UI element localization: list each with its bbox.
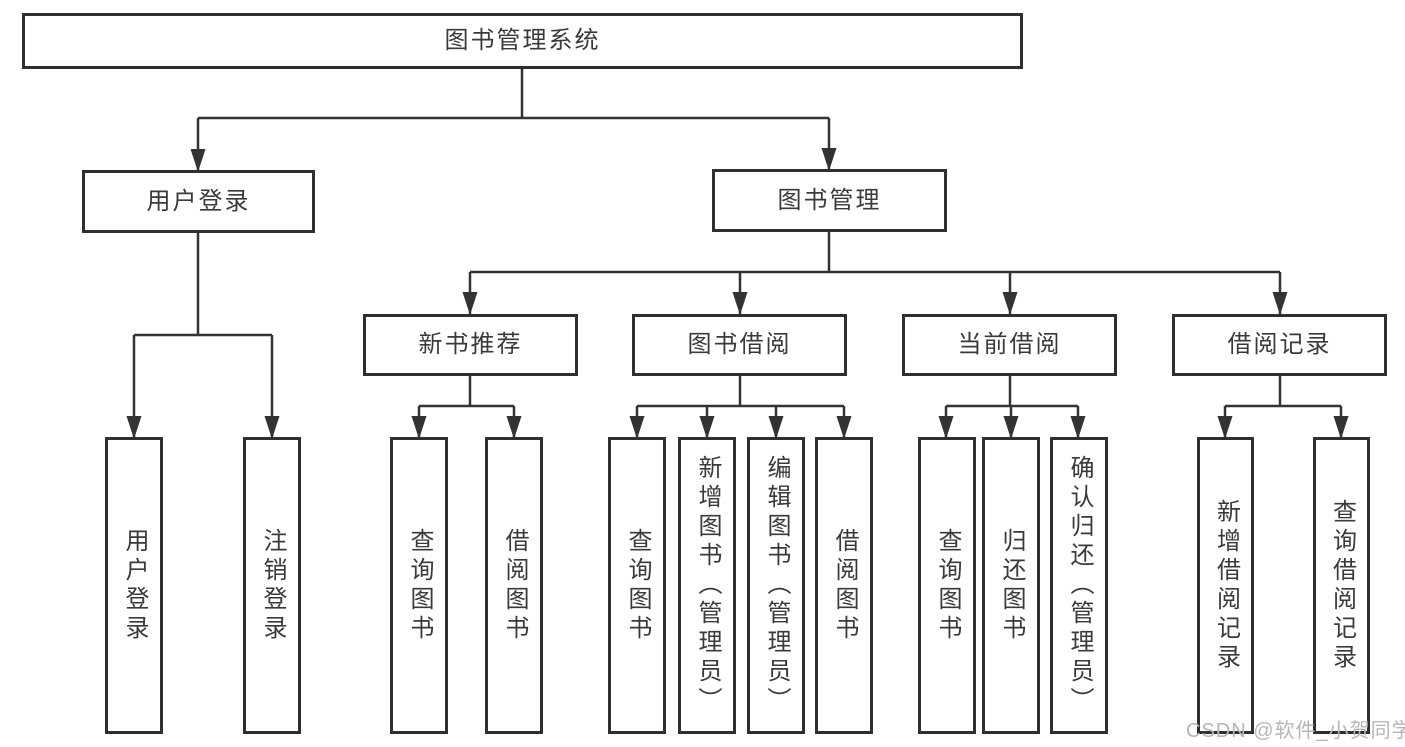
node-leaf-records-query-record: 查询借阅记录 (1313, 437, 1370, 734)
node-label: 确认归还（管理员） (1066, 455, 1093, 716)
node-borrowing-records: 借阅记录 (1172, 314, 1387, 376)
node-label: 查询图书 (934, 527, 961, 644)
node-label: 查询借阅记录 (1328, 498, 1356, 673)
node-label: 图书借阅 (687, 331, 792, 358)
node-label: 图书管理系统 (444, 27, 601, 54)
node-leaf-user-login: 用户登录 (105, 437, 163, 734)
node-label: 新增图书（管理员） (694, 455, 721, 716)
node-leaf-borrowing-add-books-admin: 新增图书（管理员） (678, 437, 736, 734)
node-label: 借阅记录 (1227, 331, 1332, 358)
node-label: 用户登录 (146, 187, 251, 215)
node-book-management: 图书管理 (712, 169, 947, 232)
node-label: 当前借阅 (957, 331, 1062, 358)
node-leaf-current-return-books: 归还图书 (982, 437, 1040, 734)
node-leaf-recommend-query-books: 查询图书 (390, 437, 448, 734)
node-library-management-system: 图书管理系统 (22, 13, 1023, 69)
csdn-watermark: CSDN @软件_小贺同学 (1186, 720, 1405, 742)
node-user-login: 用户登录 (82, 170, 315, 233)
node-label: 归还图书 (998, 527, 1025, 644)
node-label: 注销登录 (259, 527, 286, 644)
node-new-book-recommendation: 新书推荐 (363, 314, 578, 376)
node-leaf-current-confirm-return-admin: 确认归还（管理员） (1050, 437, 1108, 734)
node-label: 查询图书 (624, 527, 651, 644)
node-label: 查询图书 (406, 527, 433, 644)
node-leaf-current-query-books: 查询图书 (918, 437, 976, 734)
node-label: 用户登录 (121, 527, 148, 644)
node-label: 新增借阅记录 (1212, 498, 1240, 673)
node-leaf-recommend-borrow-books: 借阅图书 (485, 437, 543, 734)
node-leaf-borrowing-edit-books-admin: 编辑图书（管理员） (747, 437, 805, 734)
node-label: 编辑图书（管理员） (763, 455, 790, 716)
node-label: 图书管理 (777, 186, 882, 214)
node-leaf-logout: 注销登录 (243, 437, 301, 734)
node-book-borrowing: 图书借阅 (632, 314, 847, 376)
node-leaf-records-add-record: 新增借阅记录 (1197, 437, 1254, 734)
node-leaf-borrowing-query-books: 查询图书 (608, 437, 666, 734)
node-label: 新书推荐 (418, 331, 523, 358)
node-label: 借阅图书 (501, 527, 528, 644)
node-current-borrowing: 当前借阅 (902, 314, 1117, 376)
node-label: 借阅图书 (831, 527, 858, 644)
node-leaf-borrowing-borrow-books: 借阅图书 (815, 437, 873, 734)
